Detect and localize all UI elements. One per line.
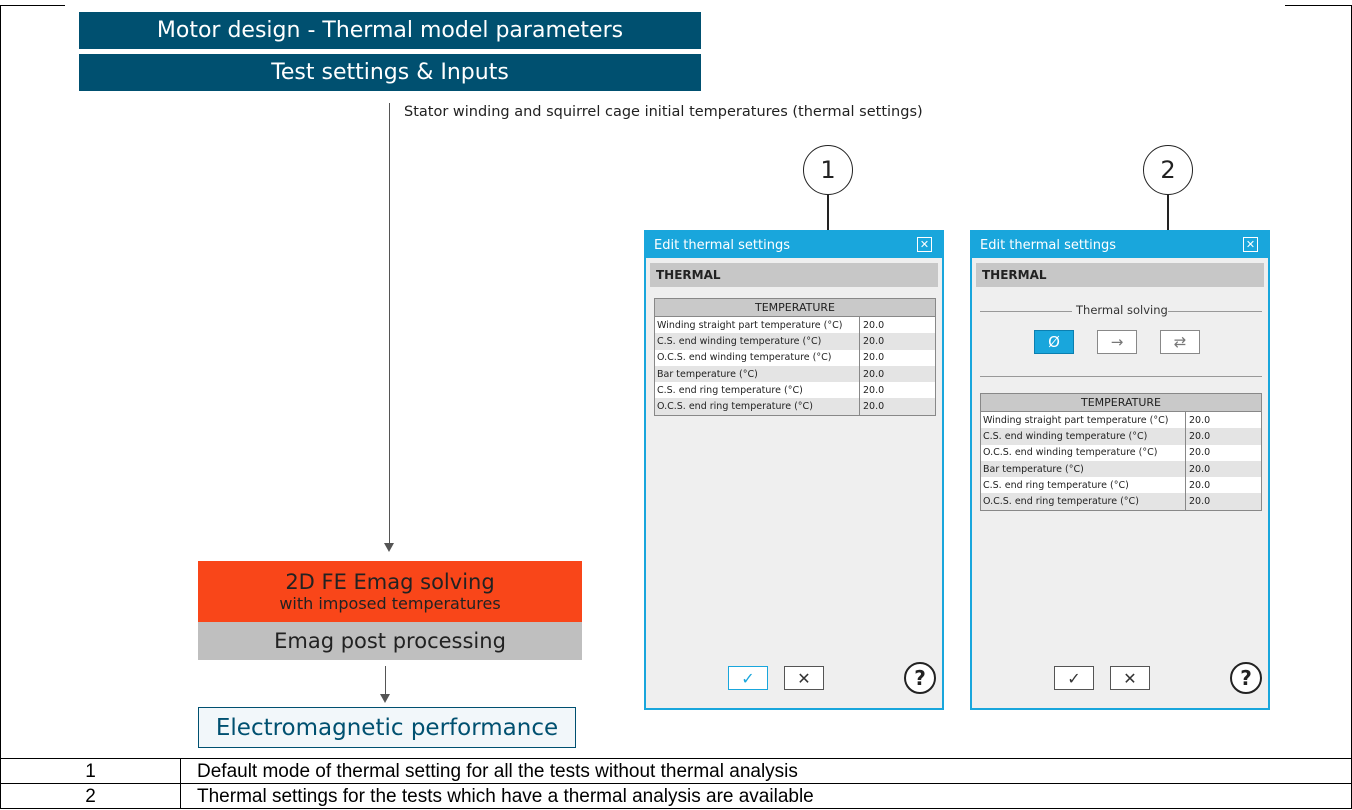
legend-number: 2 <box>0 783 181 809</box>
emag-post-processing-label: Emag post processing <box>274 629 506 653</box>
temp-value[interactable]: 20.0 <box>863 368 885 380</box>
arrow-right-icon: → <box>1110 333 1124 351</box>
table-row: 2 Thermal settings for the tests which h… <box>0 783 1352 809</box>
flow-line-bottom <box>385 666 386 696</box>
temp-value[interactable]: 20.0 <box>863 319 885 331</box>
table-row: O.C.S. end winding temperature (°C)20.0 <box>981 444 1261 461</box>
frame-top-right-line <box>1285 5 1352 6</box>
fe-emag-solving-box: 2D FE Emag solving with imposed temperat… <box>198 561 582 622</box>
thermal-solving-label: Thermal solving <box>1076 303 1168 317</box>
legend-table: 1 Default mode of thermal setting for al… <box>0 758 1352 809</box>
dialog-1-ok-button[interactable]: ✓ <box>728 666 768 690</box>
temp-label: Winding straight part temperature (°C) <box>655 317 860 334</box>
callout-1-leader <box>827 195 829 241</box>
frame-top-left-line <box>0 5 65 6</box>
table-row: C.S. end ring temperature (°C)20.0 <box>981 477 1261 494</box>
flow-line-top <box>389 103 390 543</box>
temp-value[interactable]: 20.0 <box>1189 447 1211 459</box>
table-row: 1 Default mode of thermal setting for al… <box>0 758 1352 784</box>
dialog-2-help-button[interactable]: ? <box>1230 662 1262 694</box>
dialog-2-ok-button[interactable]: ✓ <box>1054 666 1094 690</box>
table-row: O.C.S. end ring temperature (°C)20.0 <box>655 398 935 415</box>
dialog-1-title: Edit thermal settings <box>654 237 790 253</box>
dialog-2-cancel-button[interactable]: ✕ <box>1110 666 1150 690</box>
close-icon: ✕ <box>797 668 811 688</box>
dialog-2-titlebar: Edit thermal settings ✕ <box>972 232 1268 258</box>
close-icon: ✕ <box>1123 668 1137 688</box>
thermal-settings-caption: Stator winding and squirrel cage initial… <box>404 104 923 120</box>
dialog-2-temperature-table: TEMPERATURE Winding straight part temper… <box>980 393 1262 511</box>
dialog-2-close-icon[interactable]: ✕ <box>1243 237 1258 252</box>
table-row: O.C.S. end ring temperature (°C)20.0 <box>981 493 1261 510</box>
thermal-mode-oneway-button[interactable]: → <box>1097 330 1137 354</box>
dialog-1-help-button[interactable]: ? <box>904 662 936 694</box>
arrows-exchange-icon: ⇄ <box>1173 333 1187 351</box>
diagram-title: Motor design - Thermal model parameters <box>79 12 701 49</box>
temp-label: Bar temperature (°C) <box>981 460 1186 478</box>
callout-2: 2 <box>1143 145 1193 195</box>
electromagnetic-performance-box: Electromagnetic performance <box>198 707 576 748</box>
edit-thermal-settings-dialog-2: Edit thermal settings ✕ THERMAL Thermal … <box>970 230 1270 710</box>
flow-arrow-down-2-icon <box>380 694 390 703</box>
table-row: Winding straight part temperature (°C)20… <box>655 317 935 334</box>
temp-label: Winding straight part temperature (°C) <box>981 412 1186 429</box>
temp-label: C.S. end winding temperature (°C) <box>655 333 860 350</box>
dialog-2-table-header: TEMPERATURE <box>981 394 1261 412</box>
thermal-solving-rule-left <box>980 311 1072 312</box>
legend-text: Default mode of thermal setting for all … <box>180 758 1352 784</box>
dialog-1-section-thermal: THERMAL <box>650 263 938 287</box>
temp-label: C.S. end ring temperature (°C) <box>655 382 860 399</box>
dialog-1-titlebar: Edit thermal settings ✕ <box>646 232 942 258</box>
table-row: Bar temperature (°C)20.0 <box>655 365 935 383</box>
dialog-1-table-header: TEMPERATURE <box>655 299 935 317</box>
emag-post-processing-box: Emag post processing <box>198 622 582 660</box>
temp-label: O.C.S. end winding temperature (°C) <box>655 349 860 366</box>
temp-value[interactable]: 20.0 <box>863 352 885 364</box>
table-row: Winding straight part temperature (°C)20… <box>981 412 1261 429</box>
thermal-mode-none-button[interactable]: Ø <box>1034 330 1074 354</box>
fe-emag-solving-sublabel: with imposed temperatures <box>279 593 501 613</box>
temp-label: O.C.S. end ring temperature (°C) <box>655 398 860 415</box>
temp-value[interactable]: 20.0 <box>1189 414 1211 426</box>
temp-value[interactable]: 20.0 <box>863 384 885 396</box>
table-row: C.S. end ring temperature (°C)20.0 <box>655 382 935 399</box>
temp-label: C.S. end ring temperature (°C) <box>981 477 1186 494</box>
table-row: C.S. end winding temperature (°C)20.0 <box>981 428 1261 445</box>
flow-arrow-down-icon <box>384 543 394 552</box>
thermal-solving-divider <box>980 376 1262 377</box>
temp-value[interactable]: 20.0 <box>863 335 885 347</box>
table-row: C.S. end winding temperature (°C)20.0 <box>655 333 935 350</box>
fe-emag-solving-label: 2D FE Emag solving <box>285 569 495 594</box>
legend-text: Thermal settings for the tests which hav… <box>180 783 1352 809</box>
table-row: Bar temperature (°C)20.0 <box>981 460 1261 478</box>
temp-value[interactable]: 20.0 <box>863 401 885 413</box>
check-icon: ✓ <box>1067 668 1081 688</box>
table-row: O.C.S. end winding temperature (°C)20.0 <box>655 349 935 366</box>
callout-1: 1 <box>803 145 853 195</box>
dialog-2-section-thermal: THERMAL <box>976 263 1264 287</box>
temp-value[interactable]: 20.0 <box>1189 430 1211 442</box>
dialog-1-temperature-table: TEMPERATURE Winding straight part temper… <box>654 298 936 416</box>
temp-value[interactable]: 20.0 <box>1189 463 1211 475</box>
dialog-1-close-icon[interactable]: ✕ <box>917 237 932 252</box>
frame-left-border <box>0 5 1 758</box>
temp-label: O.C.S. end ring temperature (°C) <box>981 493 1186 510</box>
empty-set-icon: Ø <box>1048 333 1060 351</box>
temp-label: Bar temperature (°C) <box>655 365 860 383</box>
callout-2-leader <box>1167 195 1169 241</box>
edit-thermal-settings-dialog-1: Edit thermal settings ✕ THERMAL TEMPERAT… <box>644 230 944 710</box>
diagram-subtitle: Test settings & Inputs <box>79 54 701 91</box>
temp-label: O.C.S. end winding temperature (°C) <box>981 444 1186 461</box>
legend-number: 1 <box>0 758 181 784</box>
thermal-solving-rule-right <box>1168 311 1262 312</box>
temp-value[interactable]: 20.0 <box>1189 496 1211 508</box>
check-icon: ✓ <box>741 668 755 688</box>
dialog-2-title: Edit thermal settings <box>980 237 1116 253</box>
electromagnetic-performance-label: Electromagnetic performance <box>215 714 559 741</box>
temp-label: C.S. end winding temperature (°C) <box>981 428 1186 445</box>
temp-value[interactable]: 20.0 <box>1189 479 1211 491</box>
dialog-1-cancel-button[interactable]: ✕ <box>784 666 824 690</box>
thermal-mode-coupled-button[interactable]: ⇄ <box>1160 330 1200 354</box>
